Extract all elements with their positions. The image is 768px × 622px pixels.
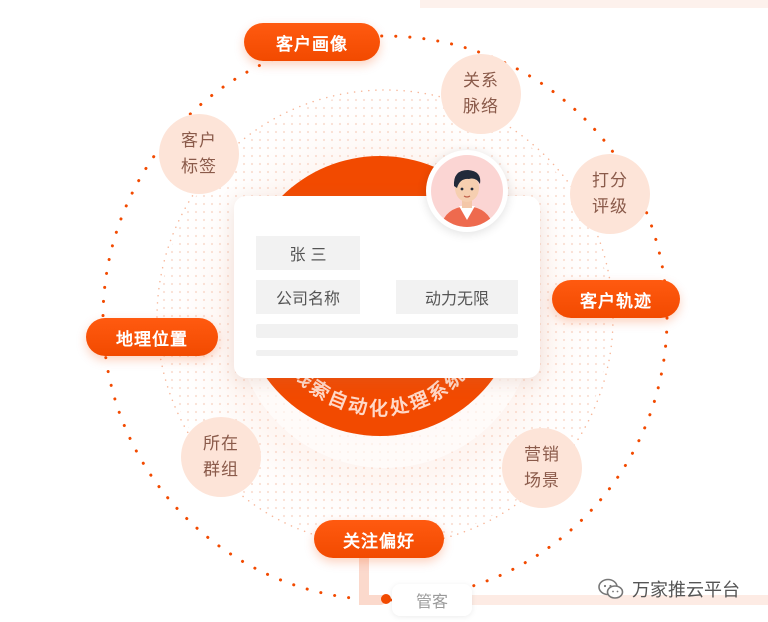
- pill-geo-location: 地理位置: [86, 318, 218, 356]
- bubble-relation: 关系脉络: [441, 54, 521, 134]
- watermark: 万家推云平台: [598, 574, 740, 604]
- company-label-field: 公司名称: [256, 280, 360, 314]
- person-avatar-icon: [431, 155, 503, 227]
- watermark-text: 万家推云平台: [632, 580, 740, 601]
- placeholder-bar-thin: [256, 350, 518, 356]
- wechat-icon: [598, 578, 624, 599]
- profile-card: 张 三 公司名称 动力无限: [234, 196, 540, 378]
- bubble-marketing: 营销场景: [502, 428, 582, 508]
- name-field: 张 三: [256, 236, 360, 270]
- guest-label: 管客: [392, 584, 472, 616]
- bubble-group: 所在群组: [181, 417, 261, 497]
- bubble-score: 打分评级: [570, 154, 650, 234]
- pill-follow-preference: 关注偏好: [314, 520, 444, 558]
- pill-customer-track: 客户轨迹: [552, 280, 680, 318]
- avatar: [426, 150, 508, 232]
- bubble-tags: 客户标签: [159, 114, 239, 194]
- outer-dotted-ring: [101, 34, 669, 602]
- guest-dot: [381, 594, 391, 604]
- placeholder-bar: [256, 324, 518, 338]
- pill-customer-portrait: 客户画像: [244, 23, 380, 61]
- company-value-field: 动力无限: [396, 280, 518, 314]
